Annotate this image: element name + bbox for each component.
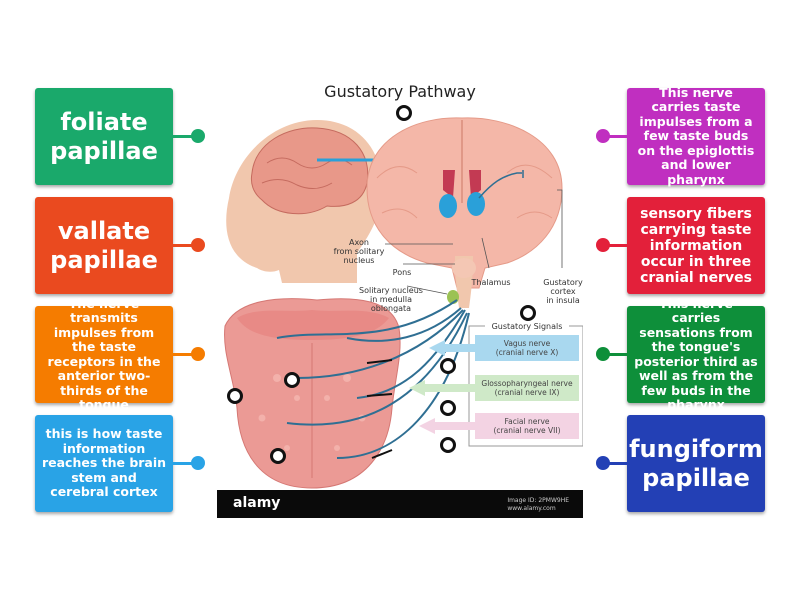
card-right-4-connector xyxy=(604,462,628,465)
card-right-2-connector xyxy=(604,244,628,247)
card-left-4[interactable]: this is how taste information reaches th… xyxy=(35,415,173,512)
card-right-3[interactable]: This nerve carries sensations from the t… xyxy=(627,296,765,412)
label-solitary-nucleus: Solitary nucleus in medulla oblongata xyxy=(359,286,423,313)
card-right-1[interactable]: This nerve carries taste impulses from a… xyxy=(627,85,765,187)
card-left-3-connector xyxy=(173,353,197,356)
label-glossopharyngeal-nerve: Glossopharyngeal nerve (cranial nerve IX… xyxy=(481,379,573,397)
label-gustatory-signals: Gustatory Signals xyxy=(485,322,569,331)
card-right-2[interactable]: sensory fibers carrying taste informatio… xyxy=(627,197,765,294)
gustatory-pathway-figure: Gustatory Pathway xyxy=(217,78,583,518)
hotspot-2[interactable] xyxy=(520,305,536,321)
card-right-3-connector xyxy=(604,353,628,356)
footer-info: Image ID: 2PMW9HE www.alamy.com xyxy=(507,497,569,513)
card-left-4-dot[interactable] xyxy=(191,456,205,470)
card-left-1[interactable]: foliate papillae xyxy=(35,88,173,185)
card-left-1-dot[interactable] xyxy=(191,129,205,143)
brain-section xyxy=(366,117,563,289)
label-vagus-nerve: Vagus nerve (cranial nerve X) xyxy=(495,339,559,357)
hotspot-3[interactable] xyxy=(284,372,300,388)
card-right-1-dot[interactable] xyxy=(596,129,610,143)
label-facial-nerve: Facial nerve (cranial nerve VII) xyxy=(493,417,561,435)
label-thalamus: Thalamus xyxy=(471,278,511,287)
card-right-4[interactable]: fungiform papillae xyxy=(627,415,765,512)
hotspot-1[interactable] xyxy=(396,105,412,121)
label-pons: Pons xyxy=(392,268,412,277)
card-right-2-dot[interactable] xyxy=(596,238,610,252)
card-left-3-dot[interactable] xyxy=(191,347,205,361)
card-right-1-connector xyxy=(604,135,628,138)
hotspot-7[interactable] xyxy=(440,437,456,453)
card-right-4-dot[interactable] xyxy=(596,456,610,470)
card-left-3[interactable]: The nerve transmits impulses from the ta… xyxy=(35,296,173,412)
hotspot-4[interactable] xyxy=(440,358,456,374)
stock-footer: alamy Image ID: 2PMW9HE www.alamy.com xyxy=(217,490,583,518)
label-gustatory-cortex: Gustatory cortex in insula xyxy=(543,278,583,305)
figure-title: Gustatory Pathway xyxy=(324,82,476,101)
alamy-logo: alamy xyxy=(233,495,281,511)
card-left-1-connector xyxy=(173,135,197,138)
anatomy-illustration xyxy=(224,117,583,489)
head-brain xyxy=(250,127,369,215)
footer-image-id: Image ID: 2PMW9HE xyxy=(507,497,569,504)
card-left-2[interactable]: vallate papillae xyxy=(35,197,173,294)
card-left-2-connector xyxy=(173,244,197,247)
card-right-3-dot[interactable] xyxy=(596,347,610,361)
footer-url: www.alamy.com xyxy=(507,505,556,512)
card-left-2-dot[interactable] xyxy=(191,238,205,252)
hotspot-6[interactable] xyxy=(440,400,456,416)
card-left-4-connector xyxy=(173,462,197,465)
hotspot-5[interactable] xyxy=(227,388,243,404)
label-axon: Axon from solitary nucleus xyxy=(333,238,385,265)
hotspot-8[interactable] xyxy=(270,448,286,464)
